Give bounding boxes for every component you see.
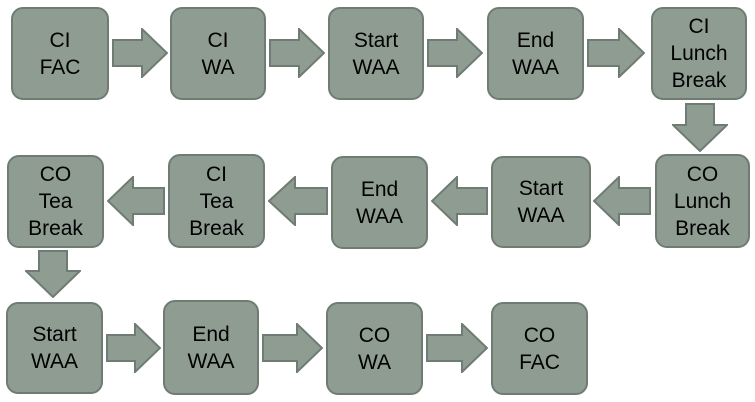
step-co-lunch-break: CO Lunch Break xyxy=(655,154,750,248)
step-start-waa: Start WAA xyxy=(328,7,424,100)
left-arrow-icon xyxy=(107,176,165,226)
step-ci-lunch-break: CI Lunch Break xyxy=(651,7,747,100)
right-arrow-icon xyxy=(426,323,488,373)
step-end-waa: End WAA xyxy=(487,7,584,100)
step-end-waa: End WAA xyxy=(331,156,428,249)
right-arrow-icon xyxy=(262,323,323,373)
right-arrow-icon xyxy=(106,323,161,373)
right-arrow-icon xyxy=(587,28,645,78)
down-arrow-icon xyxy=(25,250,81,298)
right-arrow-icon xyxy=(269,28,325,78)
down-arrow-icon xyxy=(672,103,728,152)
step-co-fac: CO FAC xyxy=(491,302,588,395)
step-co-wa: CO WA xyxy=(326,302,423,395)
step-start-waa: Start WAA xyxy=(6,302,103,394)
right-arrow-icon xyxy=(427,28,483,78)
step-ci-tea-break: CI Tea Break xyxy=(168,154,265,248)
left-arrow-icon xyxy=(268,176,328,226)
right-arrow-icon xyxy=(112,28,168,78)
left-arrow-icon xyxy=(431,176,488,226)
step-co-tea-break: CO Tea Break xyxy=(7,155,104,248)
step-start-waa: Start WAA xyxy=(491,156,591,248)
step-ci-fac: CI FAC xyxy=(11,7,109,100)
left-arrow-icon xyxy=(593,176,651,226)
step-ci-wa: CI WA xyxy=(170,7,266,100)
step-end-waa: End WAA xyxy=(163,300,259,395)
